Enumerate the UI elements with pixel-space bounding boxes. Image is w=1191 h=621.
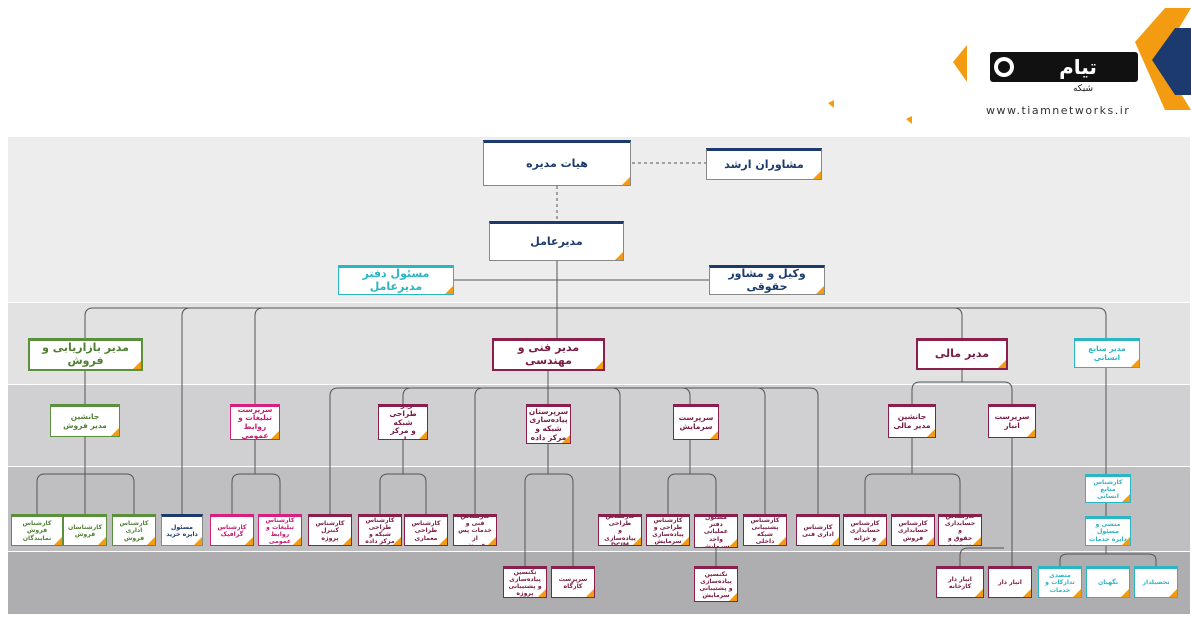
ceo-office[interactable]: مسئول دفتر مدیرعامل bbox=[338, 265, 454, 295]
hvac-supervisor-label: سرپرست سرمایش bbox=[678, 413, 714, 431]
secretary-services[interactable]: منشی و مسئول دایره خدمات bbox=[1085, 516, 1131, 546]
accent-triangle-small bbox=[828, 100, 834, 108]
guard[interactable]: نگهبان bbox=[1086, 566, 1130, 598]
sales-deputy[interactable]: جانشین مدیر فروش bbox=[50, 404, 120, 437]
senior-advisors[interactable]: مشاوران ارشد bbox=[706, 148, 822, 180]
board-label: هیات مدیره bbox=[526, 156, 588, 170]
legal-advisor[interactable]: وکیل و مشاور حقوقی bbox=[709, 265, 825, 295]
workshop-supervisor[interactable]: سرپرست کارگاه bbox=[551, 566, 595, 598]
hvac-technician[interactable]: تکنسین پیاده‌سازی و پشتیبانی سرمایش bbox=[694, 566, 738, 602]
pr-expert[interactable]: کارشناس تبلیغات و روابط عمومی bbox=[258, 514, 302, 546]
tech-admin-expert-label: کارشناس اداری فنی bbox=[802, 523, 834, 538]
net-design-expert-label: کارشناس طراحی شبکه و مرکز داده bbox=[365, 516, 395, 546]
collector[interactable]: تحصیلدار bbox=[1134, 566, 1178, 598]
hr-expert[interactable]: کارشناس منابع انسانی bbox=[1085, 474, 1131, 503]
website-url[interactable]: www.tiamnetworks.ir bbox=[986, 104, 1131, 117]
hvac-impl-expert[interactable]: کارشناس طراحی و پیاده‌سازی سرمایش bbox=[646, 514, 690, 546]
legal-advisor-label: وکیل و مشاور حقوقی bbox=[728, 267, 806, 293]
factory-warehouse-keeper-label: انبار دار کارخانه bbox=[948, 575, 972, 590]
tech-eng-manager[interactable]: مدیر فنی و مهندسی bbox=[492, 338, 605, 371]
internal-support-expert[interactable]: کارشناس پشتیبانی شبکه داخلی bbox=[743, 514, 787, 546]
sales-rep-expert-label: کارشناس فروش نمایندگان bbox=[22, 520, 52, 542]
marketing-sales-manager[interactable]: مدیر بازاریابی و فروش bbox=[28, 338, 143, 371]
tech-eng-label: مدیر فنی و مهندسی bbox=[517, 341, 580, 367]
warehouse-supervisor-label: سرپرست انبار bbox=[994, 412, 1030, 430]
project-control-expert[interactable]: کارشناس کنترل پروژه bbox=[308, 514, 352, 546]
hvac-impl-expert-label: کارشناس طراحی و پیاده‌سازی سرمایش bbox=[652, 516, 684, 546]
collector-label: تحصیلدار bbox=[1142, 579, 1170, 587]
logo-subtext: شبکه bbox=[1072, 84, 1094, 94]
payroll-expert[interactable]: کارشناس حسابداری و حقوق و دستمزد bbox=[938, 514, 982, 546]
net-design-supervisor[interactable]: سرپرست طراحی شبکه و مرکز داده bbox=[378, 404, 428, 440]
graphic-expert-label: کارشناس گرافیک bbox=[217, 523, 247, 538]
board-of-directors[interactable]: هیات مدیره bbox=[483, 140, 631, 186]
ceo-office-label: مسئول دفتر مدیرعامل bbox=[362, 267, 430, 293]
services-clerk-label: متصدی تدارکات و خدمات bbox=[1045, 572, 1075, 594]
net-impl-supervisors[interactable]: سرپرستان پیاده‌سازی شبکه و مرکز داده bbox=[526, 404, 571, 444]
treasury-expert-label: کارشناس حسابداری و خزانه bbox=[849, 520, 881, 542]
tech-admin-expert[interactable]: کارشناس اداری فنی bbox=[796, 514, 840, 546]
logo-chevron bbox=[1135, 8, 1191, 110]
sales-admin-expert-label: کارشناس اداری فروش bbox=[119, 520, 149, 542]
sales-accounting-expert-label: کارشناس حسابداری فروش bbox=[897, 520, 929, 542]
pr-supervisor-label: سرپرست تبلیغات و روابط عمومی bbox=[237, 404, 273, 440]
dcim-expert-label: کارشناس طراحی و پیاده‌سازی DCIM bbox=[604, 514, 636, 546]
hvac-ops-officer[interactable]: مسئول دفتر عملیاتی واحد سرمایش bbox=[694, 514, 738, 548]
sales-deputy-label: جانشین مدیر فروش bbox=[63, 411, 107, 430]
pr-supervisor[interactable]: سرپرست تبلیغات و روابط عمومی bbox=[230, 404, 280, 440]
hr-manager-label: مدیر منابع انسانی bbox=[1088, 344, 1126, 362]
payroll-expert-label: کارشناس حسابداری و حقوق و دستمزد bbox=[944, 514, 976, 546]
net-design-expert[interactable]: کارشناس طراحی شبکه و مرکز داده bbox=[358, 514, 402, 546]
senior-advisors-label: مشاوران ارشد bbox=[724, 157, 804, 171]
dcim-expert[interactable]: کارشناس طراحی و پیاده‌سازی DCIM bbox=[598, 514, 642, 546]
ceo[interactable]: مدیرعامل bbox=[489, 221, 624, 261]
hr-manager[interactable]: مدیر منابع انسانی bbox=[1074, 338, 1140, 368]
net-design-supervisor-label: سرپرست طراحی شبکه و مرکز داده bbox=[385, 404, 421, 440]
hvac-technician-label: تکنسین پیاده‌سازی و پشتیبانی سرمایش bbox=[699, 570, 733, 600]
tech-service-expert[interactable]: کارشناس فنی و خدمات پس از فروش bbox=[453, 514, 497, 546]
guard-label: نگهبان bbox=[1097, 579, 1119, 587]
impl-technician[interactable]: تکنسین پیاده‌سازی و پشتیبانی پروژه bbox=[503, 566, 547, 598]
arch-design-expert-label: کارشناس طراحی معماری bbox=[411, 520, 441, 542]
hvac-supervisor[interactable]: سرپرست سرمایش bbox=[673, 404, 719, 440]
purchase-officer-label: مسئول دایره خرید bbox=[166, 523, 198, 538]
sales-experts[interactable]: کارشناسان فروش bbox=[63, 514, 107, 546]
internal-support-expert-label: کارشناس پشتیبانی شبکه داخلی bbox=[750, 516, 780, 546]
ceo-label: مدیرعامل bbox=[530, 234, 583, 248]
tech-service-expert-label: کارشناس فنی و خدمات پس از فروش bbox=[458, 514, 492, 546]
finance-deputy[interactable]: جانشین مدیر مالی bbox=[888, 404, 936, 438]
finance-manager[interactable]: مدیر مالی bbox=[916, 338, 1008, 370]
workshop-supervisor-label: سرپرست کارگاه bbox=[558, 575, 588, 590]
arch-design-expert[interactable]: کارشناس طراحی معماری bbox=[404, 514, 448, 546]
finance-label: مدیر مالی bbox=[934, 347, 990, 361]
logo-text: تیام bbox=[1059, 55, 1097, 79]
accent-triangle bbox=[953, 45, 967, 82]
impl-technician-label: تکنسین پیاده‌سازی و پشتیبانی پروژه bbox=[508, 568, 542, 598]
project-control-expert-label: کارشناس کنترل پروژه bbox=[315, 520, 345, 542]
factory-warehouse-keeper[interactable]: انبار دار کارخانه bbox=[936, 566, 984, 598]
services-clerk[interactable]: متصدی تدارکات و خدمات bbox=[1038, 566, 1082, 598]
marketing-sales-label: مدیر بازاریابی و فروش bbox=[42, 341, 129, 367]
sales-rep-expert[interactable]: کارشناس فروش نمایندگان bbox=[11, 514, 63, 546]
warehouse-keeper[interactable]: انبار دار bbox=[988, 566, 1032, 598]
pr-expert-label: کارشناس تبلیغات و روابط عمومی bbox=[265, 516, 295, 546]
purchase-officer[interactable]: مسئول دایره خرید bbox=[161, 514, 203, 546]
hvac-ops-officer-label: مسئول دفتر عملیاتی واحد سرمایش bbox=[702, 514, 730, 548]
sales-admin-expert[interactable]: کارشناس اداری فروش bbox=[112, 514, 156, 546]
sales-accounting-expert[interactable]: کارشناس حسابداری فروش bbox=[891, 514, 935, 546]
sales-experts-label: کارشناسان فروش bbox=[67, 523, 103, 538]
hr-expert-label: کارشناس منابع انسانی bbox=[1093, 478, 1123, 501]
logo-area bbox=[828, 8, 1191, 124]
warehouse-supervisor[interactable]: سرپرست انبار bbox=[988, 404, 1036, 438]
warehouse-keeper-label: انبار دار bbox=[998, 579, 1022, 587]
finance-deputy-label: جانشین مدیر مالی bbox=[893, 412, 931, 430]
treasury-expert[interactable]: کارشناس حسابداری و خزانه bbox=[843, 514, 887, 546]
logo-chevron-dark bbox=[1152, 28, 1191, 95]
net-impl-supervisors-label: سرپرستان پیاده‌سازی شبکه و مرکز داده bbox=[528, 406, 569, 442]
secretary-services-label: منشی و مسئول دایره خدمات bbox=[1089, 521, 1127, 543]
logo-mark bbox=[990, 52, 1138, 82]
graphic-expert[interactable]: کارشناس گرافیک bbox=[210, 514, 254, 546]
